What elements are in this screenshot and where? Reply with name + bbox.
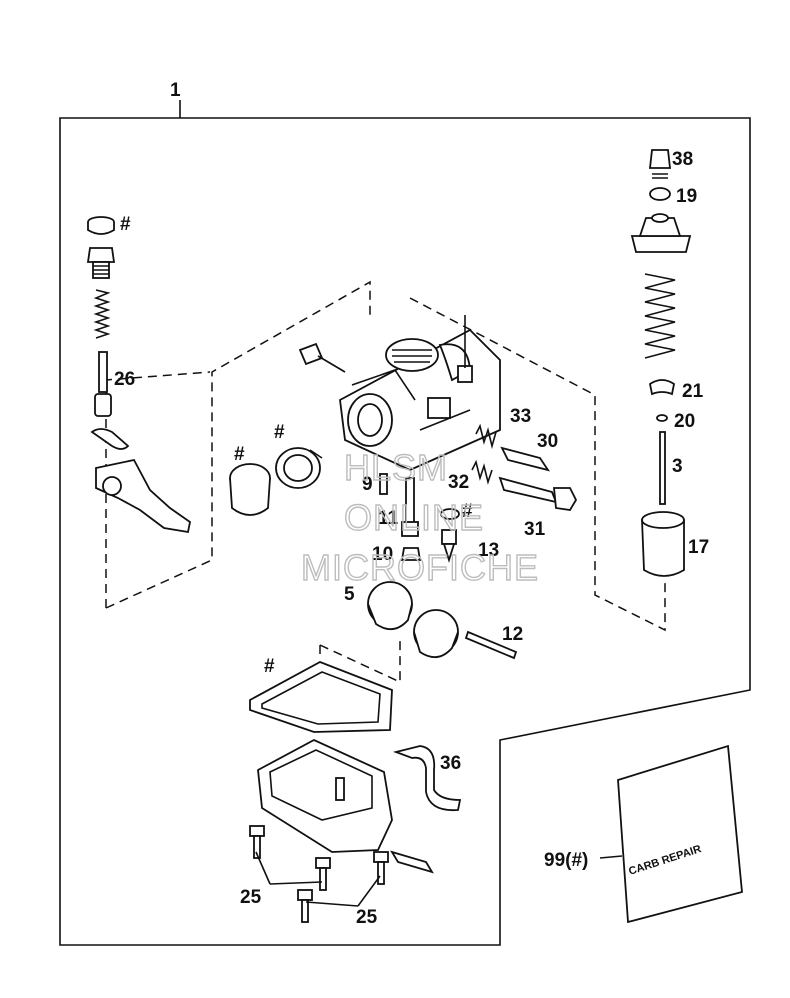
callout-19: 19 xyxy=(676,186,697,207)
callout-1: 1 xyxy=(170,80,181,101)
callout-26: 26 xyxy=(114,369,135,390)
callout-5: 5 xyxy=(344,584,355,605)
dashed-guide-left xyxy=(105,280,371,609)
float-valve xyxy=(441,529,457,564)
callout-hash-gasket: # xyxy=(274,422,285,443)
watermark-line1: HLSM xyxy=(344,447,448,488)
leader-99 xyxy=(599,855,623,859)
callout-30: 30 xyxy=(537,431,558,452)
drain-screw xyxy=(390,850,434,874)
needle-jet xyxy=(401,477,419,537)
bowl-screw-3 xyxy=(373,851,389,885)
callout-36: 36 xyxy=(440,753,461,774)
choke-plunger xyxy=(94,351,112,417)
bowl-screw-4 xyxy=(297,889,313,923)
carburetor-body xyxy=(339,328,501,471)
callout-hash-oring: # xyxy=(462,501,473,522)
callout-33: 33 xyxy=(510,406,531,427)
callout-38: 38 xyxy=(672,149,693,170)
float-pin xyxy=(464,630,518,660)
choke-cap xyxy=(87,216,115,235)
idle-screw-spring xyxy=(471,459,493,485)
choke-clip xyxy=(90,428,130,450)
leader-25a xyxy=(255,851,323,885)
leader-25b xyxy=(305,875,381,907)
choke-lever xyxy=(95,458,191,534)
needle-clip-retainer xyxy=(648,379,676,396)
callout-10: 10 xyxy=(372,544,393,565)
callout-9: 9 xyxy=(362,474,373,495)
idle-screw xyxy=(498,476,578,511)
throttle-slide xyxy=(641,511,685,577)
intake-collar xyxy=(229,463,271,516)
main-jet xyxy=(400,547,422,561)
callout-17: 17 xyxy=(688,537,709,558)
callout-13: 13 xyxy=(478,540,499,561)
bowl-screw-1 xyxy=(249,825,265,859)
choke-spring xyxy=(93,289,111,339)
overflow-tube xyxy=(392,745,462,812)
assembly-frame xyxy=(59,117,751,946)
repair-kit-packet: CARB REPAIR xyxy=(617,744,743,924)
slide-spring xyxy=(644,273,676,359)
intake-gasket-ring xyxy=(275,447,323,489)
callout-25b: 25 xyxy=(356,907,378,928)
callout-hash-collar: # xyxy=(234,444,245,465)
callout-25a: 25 xyxy=(240,887,262,908)
callout-21: 21 xyxy=(682,381,704,402)
cable-adjuster xyxy=(648,149,672,179)
throttle-screw-top xyxy=(298,342,346,373)
callout-11: 11 xyxy=(378,508,399,529)
callout-hash-bowl-gasket: # xyxy=(264,656,275,677)
pilot-jet xyxy=(379,473,388,495)
callout-31: 31 xyxy=(524,519,546,540)
o-ring xyxy=(440,508,460,520)
watermark-line2: ONLINE xyxy=(344,497,484,538)
air-screw xyxy=(500,446,551,472)
air-screw-spring xyxy=(475,423,497,450)
callout-32: 32 xyxy=(448,472,469,493)
callout-3: 3 xyxy=(672,456,683,477)
bowl-screw-2 xyxy=(315,857,331,891)
callout-hash-choke: # xyxy=(120,214,131,235)
choke-nut xyxy=(86,247,116,279)
float-a xyxy=(367,581,413,630)
callout-12: 12 xyxy=(502,624,523,645)
watermark-line3: MICROFICHE xyxy=(301,547,539,588)
needle-clip xyxy=(656,414,668,422)
float-bowl xyxy=(257,738,393,853)
dashed-guide-right xyxy=(409,297,666,632)
float-b xyxy=(413,609,459,658)
adjuster-nut xyxy=(649,187,671,201)
dashed-guide-gasket xyxy=(319,640,401,684)
jet-needle xyxy=(659,431,666,505)
callout-99: 99(#) xyxy=(544,850,588,871)
callout-20: 20 xyxy=(674,411,695,432)
mixing-chamber-top xyxy=(630,213,692,253)
